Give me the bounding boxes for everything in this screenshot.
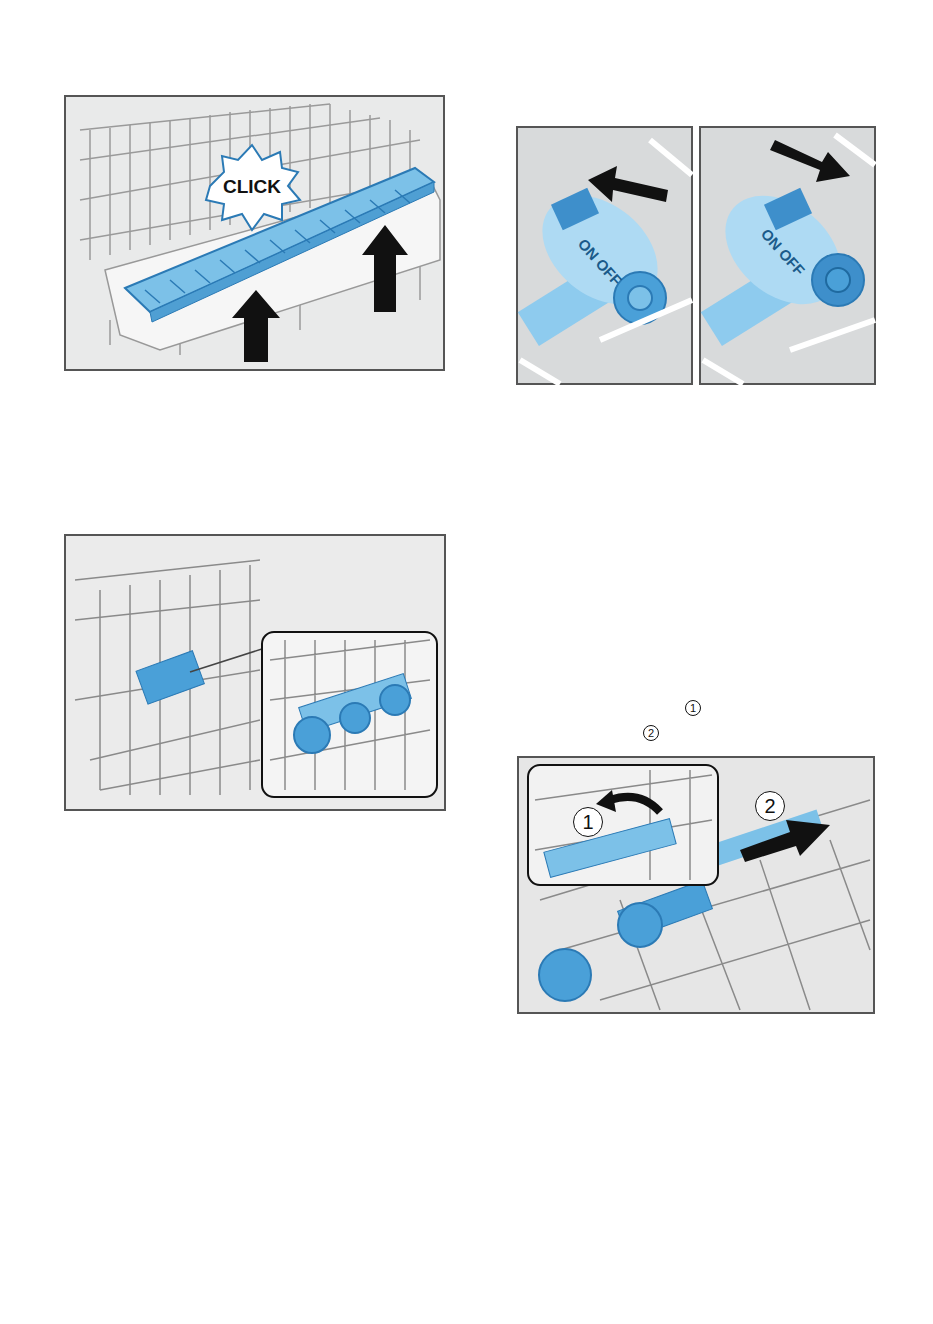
- callout-number: 2: [755, 791, 785, 821]
- callout-number: 2: [643, 725, 659, 741]
- callout-number: 1: [685, 700, 701, 716]
- callout-number: 1: [573, 807, 603, 837]
- click-text: CLICK: [223, 176, 281, 198]
